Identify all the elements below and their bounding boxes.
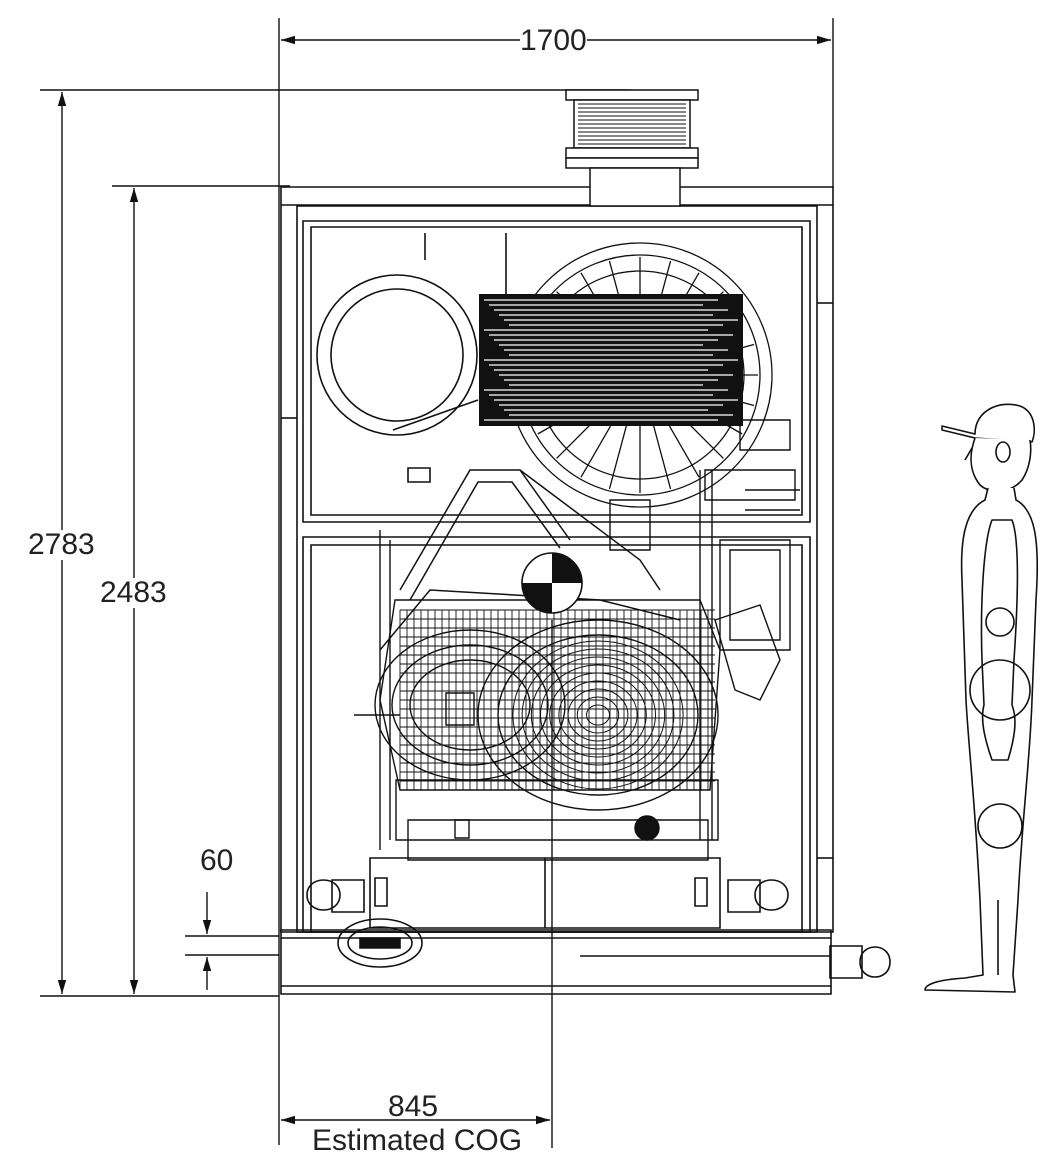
- skid-height-label: 60: [200, 844, 234, 877]
- base-skid: [281, 858, 831, 994]
- engine: [354, 470, 720, 860]
- overall-width-label: 1700: [520, 24, 587, 57]
- duct-hood: [380, 470, 680, 650]
- center-of-gravity-symbol: [522, 553, 582, 613]
- lifting-eyes: [307, 880, 890, 978]
- frame-height-label: 2483: [100, 576, 167, 609]
- cog-caption: Estimated COG: [312, 1124, 523, 1157]
- human-scale-figure: [925, 404, 1037, 992]
- right-components: [610, 420, 800, 700]
- left-hatch: [317, 233, 506, 482]
- exhaust-flange: [566, 90, 698, 206]
- engine-hatching: [400, 610, 715, 790]
- overall-height-label: 2783: [28, 528, 95, 561]
- control-box: [479, 294, 743, 426]
- cog-offset-label: 845: [388, 1090, 439, 1123]
